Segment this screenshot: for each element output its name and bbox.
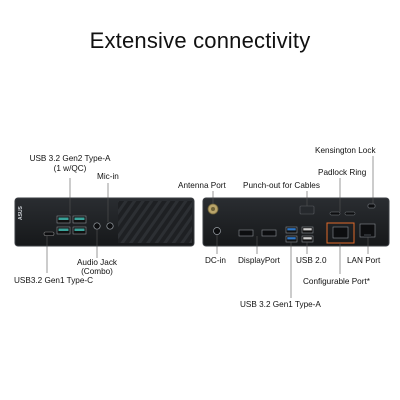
punch-out-cover <box>299 205 315 215</box>
rear-panel-unit <box>202 197 390 247</box>
front-panel-unit: ASUS <box>14 197 195 247</box>
mic-jack <box>106 222 114 230</box>
audio-jack <box>93 222 101 230</box>
label-mic-in: Mic-in <box>97 172 119 181</box>
label-audio-jack-note: (Combo) <box>81 267 113 276</box>
displayport-connector <box>238 229 254 237</box>
label-usb-gen1-typea: USB 3.2 Gen1 Type-A <box>240 300 321 309</box>
label-displayport: DisplayPort <box>238 256 280 265</box>
label-configurable-port: Configurable Port* <box>303 277 370 286</box>
label-usb-typec: USB3.2 Gen1 Type-C <box>14 276 94 285</box>
label-padlock-ring: Padlock Ring <box>318 168 367 177</box>
displayport-connector <box>261 229 277 237</box>
front-vent-grille <box>118 201 192 243</box>
padlock-slot <box>329 211 341 216</box>
configurable-port-highlight <box>326 222 355 244</box>
kensington-slot <box>367 203 376 209</box>
label-usb-20: USB 2.0 <box>296 256 327 265</box>
label-dc-in: DC-in <box>205 256 226 265</box>
label-usb-gen2-note: (1 w/QC) <box>53 164 87 173</box>
label-usb-gen2-typea: USB 3.2 Gen2 Type-A <box>29 154 111 163</box>
usb-c-port <box>43 231 55 236</box>
leader-lines <box>46 156 374 298</box>
label-punch-out: Punch-out for Cables <box>243 181 320 190</box>
padlock-slot <box>344 211 356 216</box>
configurable-port <box>332 226 349 239</box>
label-antenna-port: Antenna Port <box>178 181 226 190</box>
label-lan-port: LAN Port <box>347 256 381 265</box>
dc-in-jack <box>213 227 221 235</box>
brand-logo: ASUS <box>18 205 24 220</box>
label-kensington-lock: Kensington Lock <box>315 146 376 155</box>
label-audio-jack: Audio Jack <box>76 258 118 267</box>
page-title: Extensive connectivity <box>89 28 311 53</box>
